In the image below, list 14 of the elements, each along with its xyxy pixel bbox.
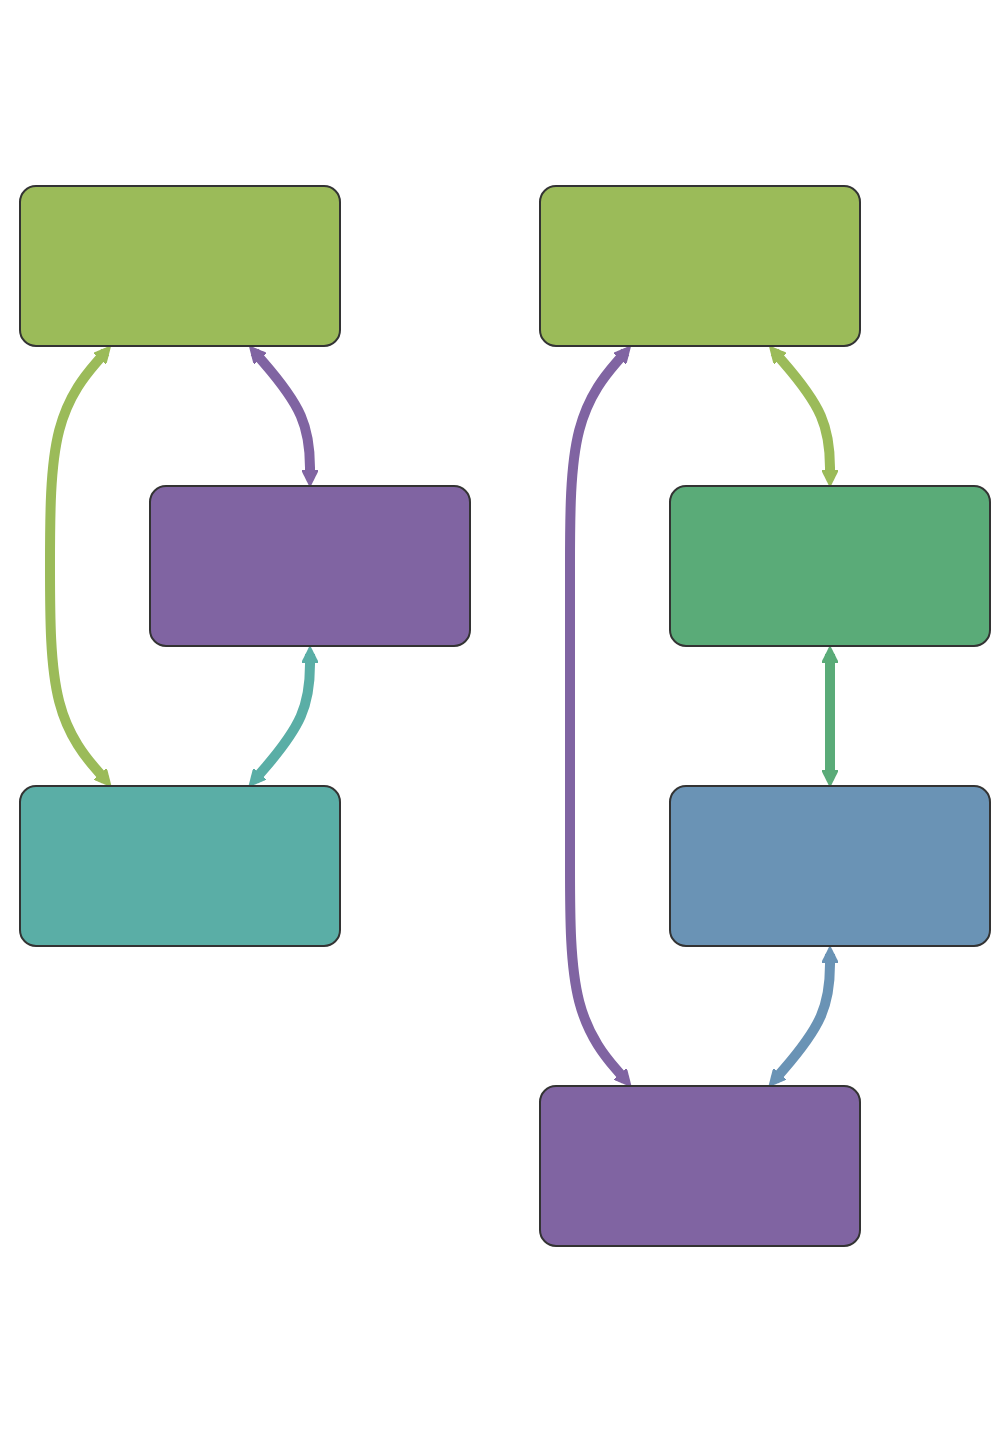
arrow [247,645,318,786]
arrow [820,645,838,786]
arrow [768,344,838,486]
arrow [248,344,318,486]
node-box [18,784,340,946]
node-box [538,1084,860,1246]
arrow [564,344,631,1086]
node-box [148,484,470,646]
node-box [538,184,860,346]
node-box [668,784,990,946]
node-box [18,184,340,346]
arrow [44,344,111,786]
arrow [767,945,838,1086]
node-box [668,484,990,646]
